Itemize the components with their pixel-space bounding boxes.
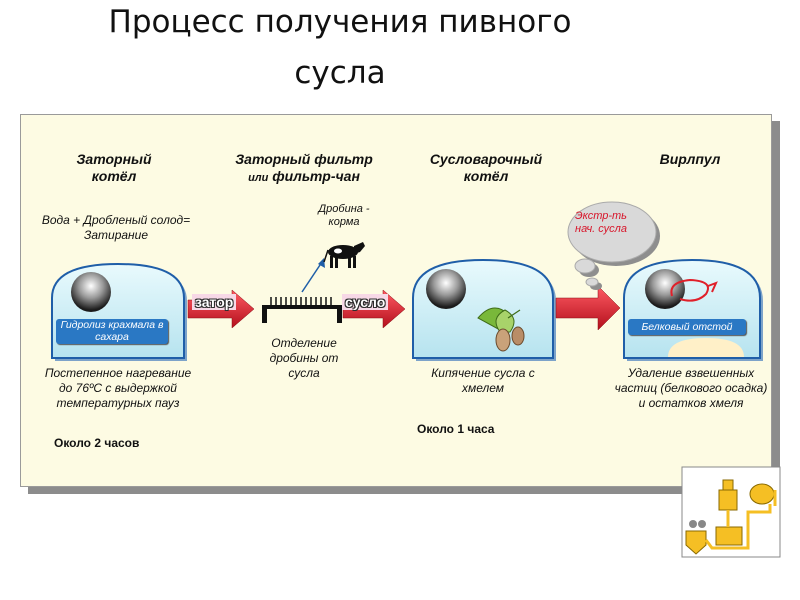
lauter-title-main: Заторный фильтр	[235, 151, 373, 167]
lauter-title-alt-line: или фильтр-чан	[216, 168, 392, 187]
brewhouse-thumbnail-icon	[681, 466, 781, 558]
mash-tun-ribbon: Гидролиз крахмала в сахара	[56, 319, 168, 344]
title-line-2: сусла	[294, 55, 386, 91]
filter-comb-icon	[262, 297, 342, 323]
whirlpool-porthole	[645, 269, 685, 309]
byproduct-arrow	[301, 258, 325, 293]
lauter-description: Отделение дробины от сусла	[269, 336, 339, 380]
kettle-description: Кипячение сусла с хмелем	[431, 366, 535, 395]
cow-icon	[323, 242, 365, 268]
whirlpool-cloud-text: Экстр-ть нач. сусла	[575, 210, 627, 235]
whirlpool-vessel	[623, 258, 763, 361]
hop-cone-icon	[477, 307, 525, 352]
lauter-byproduct: Дробина - корма	[318, 203, 370, 228]
mash-tun-porthole	[71, 272, 111, 312]
title-line-1: Процесс получения пивного	[108, 4, 572, 40]
whirlpool-title: Вирлпул	[659, 151, 721, 167]
arrow-kettle-to-whirlpool	[555, 285, 621, 331]
flow-label-wort-text: сусло	[345, 294, 386, 310]
flow-label-wort: сусло	[342, 294, 389, 310]
mash-tun-input: Вода + Дробленый солод= Затирание	[41, 213, 191, 242]
lauter-title-or: или	[248, 172, 269, 184]
mash-tun-title: Заторный котёл	[76, 151, 152, 184]
mash-tun-vessel	[51, 262, 187, 361]
kettle-porthole	[426, 269, 466, 309]
kettle-time: Около 1 часа	[417, 422, 495, 436]
swirl-icon	[670, 278, 718, 302]
flow-label-mash-text: затор	[195, 294, 234, 310]
lauter-title: Заторный фильтр или фильтр-чан	[216, 151, 392, 187]
whirlpool-description: Удаление взвешенных частиц (белкового ос…	[614, 366, 768, 410]
mash-tun-time: Около 2 часов	[54, 436, 140, 450]
whirlpool-ribbon: Белковый отстой	[628, 319, 746, 335]
lauter-title-alt: фильтр-чан	[272, 168, 360, 184]
thought-cloud	[567, 201, 660, 290]
kettle-title: Сусловарочный котёл	[429, 151, 543, 184]
mash-tun-description: Постепенное нагревание до 76ºС с выдержк…	[44, 366, 192, 410]
kettle-vessel	[412, 258, 556, 361]
protein-sediment	[668, 338, 744, 357]
flow-label-mash: затор	[192, 294, 237, 310]
